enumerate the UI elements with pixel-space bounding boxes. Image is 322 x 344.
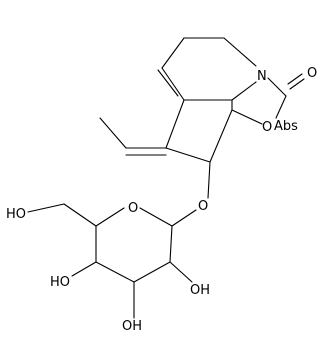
bond xyxy=(71,261,97,277)
bond xyxy=(99,117,127,149)
bond xyxy=(275,95,287,119)
bond xyxy=(207,161,211,199)
bond xyxy=(169,261,193,283)
pyranose-oxygen-label: O xyxy=(128,201,138,216)
bond xyxy=(171,209,197,227)
atom-labels: N O O Abs O O HO HO OH OH xyxy=(6,66,317,334)
bond xyxy=(165,99,185,149)
bond xyxy=(139,207,173,227)
bond xyxy=(231,81,257,101)
right-hydroxyl-label: OH xyxy=(190,283,210,298)
bonds xyxy=(27,37,305,319)
bond xyxy=(161,37,185,69)
bond xyxy=(287,73,303,85)
bond xyxy=(133,261,171,283)
left-hydroxyl-label: HO xyxy=(50,275,70,290)
carbonyl-oxygen-label: O xyxy=(307,66,317,81)
nitrogen-label: N xyxy=(257,69,267,84)
bond xyxy=(95,261,135,283)
bond xyxy=(63,203,97,227)
abs-label: Abs xyxy=(274,119,298,134)
bond xyxy=(169,225,173,263)
bond xyxy=(209,109,233,163)
bond xyxy=(95,207,125,227)
bond xyxy=(27,203,65,213)
bond xyxy=(289,78,305,90)
bond xyxy=(231,109,263,125)
glycosidic-oxygen-label: O xyxy=(198,199,208,214)
bond xyxy=(161,67,185,101)
bond xyxy=(223,37,257,67)
bond xyxy=(267,77,287,97)
hydroxymethyl-oh-label: HO xyxy=(6,207,26,222)
bond xyxy=(157,69,179,97)
ring-oxygen-label: O xyxy=(262,120,272,135)
bond xyxy=(165,147,211,163)
bottom-hydroxyl-label: OH xyxy=(122,319,142,334)
